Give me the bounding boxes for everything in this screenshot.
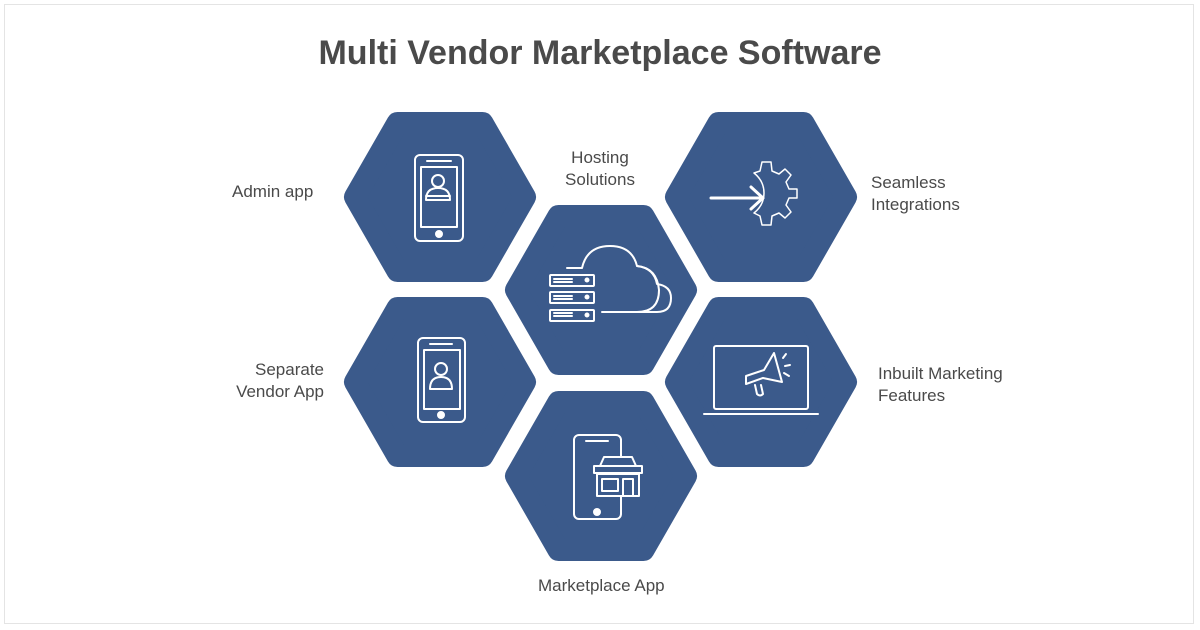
label-line: Solutions bbox=[565, 170, 635, 189]
label-seamless-integrations: Seamless Integrations bbox=[871, 172, 960, 216]
label-marketplace-app: Marketplace App bbox=[538, 576, 665, 595]
laptop-megaphone-icon bbox=[703, 345, 819, 415]
label-line: Separate bbox=[255, 360, 324, 379]
label-line: Inbuilt Marketing bbox=[878, 364, 1003, 383]
phone-store-icon bbox=[573, 434, 643, 520]
cloud-server-icon bbox=[549, 245, 672, 322]
frame bbox=[4, 4, 1194, 624]
hexagon-4 bbox=[344, 297, 536, 467]
label-inbuilt-marketing: Inbuilt Marketing Features bbox=[878, 363, 1003, 407]
label-admin-app: Admin app bbox=[232, 182, 314, 201]
admin-phone-icon bbox=[414, 154, 464, 242]
label-line: Features bbox=[878, 386, 946, 405]
gear-arrow-icon bbox=[709, 161, 798, 226]
label-line: Hosting bbox=[571, 148, 629, 167]
page-title: Multi Vendor Marketplace Software bbox=[318, 34, 882, 72]
label-separate-vendor-app: Separate Vendor App bbox=[224, 359, 324, 403]
label-hosting-solutions: Hosting Solutions bbox=[558, 147, 642, 191]
hexagon-5 bbox=[665, 297, 857, 467]
label-line: Seamless bbox=[871, 173, 946, 192]
vendor-phone-icon bbox=[417, 337, 466, 423]
hexagon-2 bbox=[505, 205, 697, 375]
label-line: Vendor App bbox=[236, 382, 324, 401]
label-line: Integrations bbox=[871, 195, 960, 214]
